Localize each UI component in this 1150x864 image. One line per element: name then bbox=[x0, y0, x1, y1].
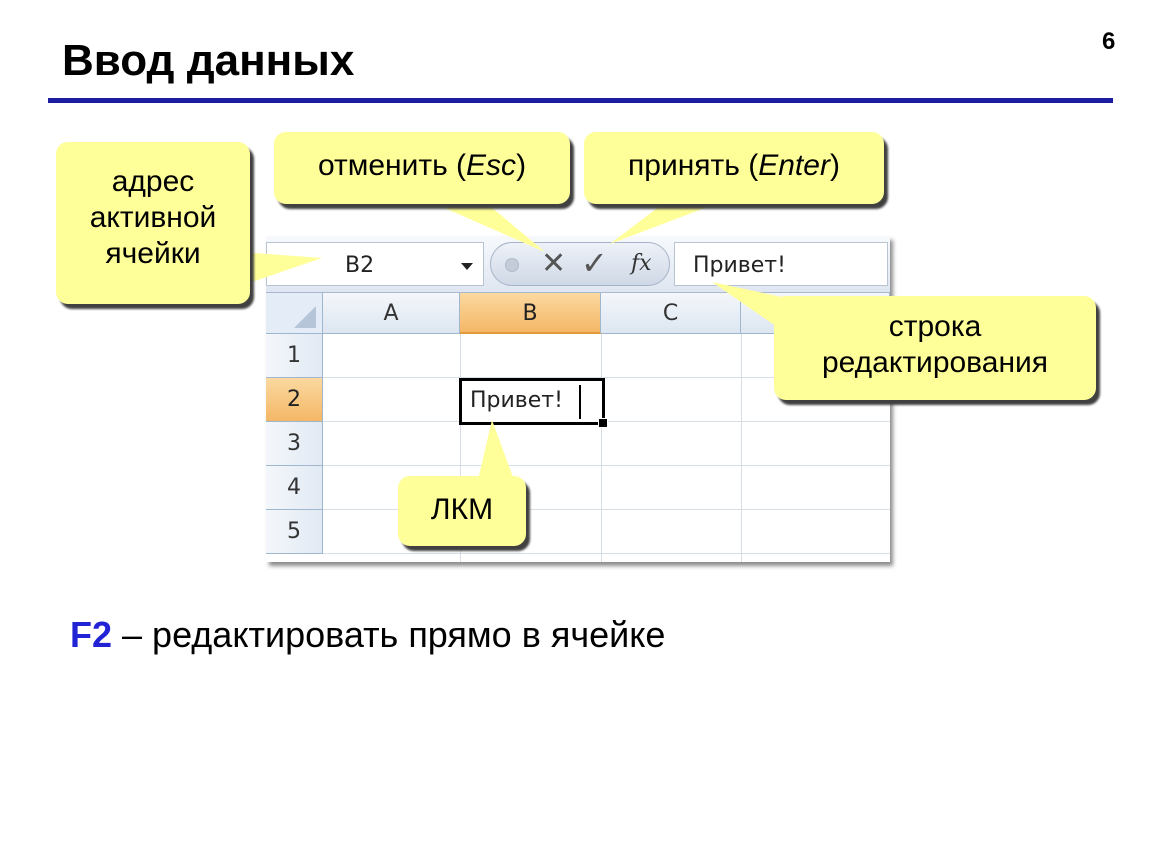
formula-buttons: ✕ ✓ fx bbox=[490, 242, 670, 286]
gridline bbox=[323, 377, 890, 378]
accept-key: Enter bbox=[758, 149, 830, 182]
gridline bbox=[323, 553, 890, 554]
gridline bbox=[741, 334, 742, 562]
lmb-callout-tail bbox=[478, 420, 514, 480]
cancel-key: Esc bbox=[466, 149, 517, 182]
gridline bbox=[601, 334, 602, 562]
row-header-4[interactable]: 4 bbox=[266, 466, 323, 510]
cell-area[interactable]: Привет! bbox=[323, 334, 890, 562]
address-callout-line: ячейки bbox=[105, 237, 201, 270]
address-callout-line: активной bbox=[89, 201, 217, 234]
accept-callout-prefix: принять ( bbox=[628, 149, 759, 182]
insert-function-button[interactable]: fx bbox=[631, 251, 652, 276]
address-callout-line: адрес bbox=[111, 165, 195, 198]
cancel-callout-tail bbox=[440, 206, 545, 252]
close-icon[interactable]: ✕ bbox=[541, 246, 567, 281]
slide-title: Ввод данных bbox=[62, 36, 355, 85]
gridline bbox=[460, 334, 461, 562]
formula-bar-input[interactable]: Привет! bbox=[674, 242, 888, 286]
gridline bbox=[323, 509, 890, 510]
row-header-1[interactable]: 1 bbox=[266, 334, 323, 378]
chevron-down-icon[interactable] bbox=[461, 263, 473, 270]
row-header-3[interactable]: 3 bbox=[266, 422, 323, 466]
row-header-2[interactable]: 2 bbox=[266, 378, 323, 422]
edit-line-callout-line: строка bbox=[888, 310, 982, 343]
fill-handle[interactable] bbox=[598, 418, 608, 428]
cancel-callout-text: отменить (Esc) bbox=[318, 149, 526, 182]
active-cell-value: Привет! bbox=[470, 388, 563, 413]
select-all-icon bbox=[294, 306, 316, 328]
row-header-5[interactable]: 5 bbox=[266, 510, 323, 554]
f2-key: F2 bbox=[70, 614, 113, 655]
column-header-b[interactable]: B bbox=[460, 293, 601, 334]
cancel-callout-prefix: отменить ( bbox=[317, 149, 467, 182]
edit-line-callout: строка редактирования bbox=[774, 296, 1096, 400]
cancel-callout-suffix: ) bbox=[516, 149, 527, 182]
column-header-a[interactable]: A bbox=[323, 293, 460, 334]
formula-bar-row: B2 ✕ ✓ fx Привет! bbox=[266, 236, 890, 293]
active-cell-b2[interactable]: Привет! bbox=[459, 378, 608, 428]
gridline bbox=[323, 465, 890, 466]
check-icon[interactable]: ✓ bbox=[581, 244, 608, 282]
title-divider bbox=[48, 98, 1113, 103]
f2-note-text: – редактировать прямо в ячейке bbox=[112, 614, 666, 655]
accept-callout-suffix: ) bbox=[829, 149, 840, 182]
f2-note: F2 – редактировать прямо в ячейке bbox=[70, 614, 665, 656]
spreadsheet-screenshot: B2 ✕ ✓ fx Привет! A B C 1 2 3 4 5 bbox=[266, 236, 890, 562]
page-number: 6 bbox=[1102, 28, 1116, 55]
text-caret bbox=[579, 385, 581, 419]
formula-bar-value: Привет! bbox=[693, 253, 786, 278]
edit-line-callout-line: редактирования bbox=[821, 346, 1049, 379]
accept-callout-tail bbox=[610, 206, 710, 244]
lmb-callout-text: ЛКМ bbox=[430, 493, 494, 526]
address-callout-tail bbox=[240, 252, 322, 286]
accept-callout: принять (Enter) bbox=[584, 132, 884, 204]
select-all-button[interactable] bbox=[266, 293, 323, 334]
grip-icon bbox=[505, 258, 519, 272]
name-box-value: B2 bbox=[345, 253, 375, 278]
accept-callout-text: принять (Enter) bbox=[628, 149, 840, 182]
column-header-c[interactable]: C bbox=[601, 293, 741, 334]
address-callout: адрес активной ячейки bbox=[56, 142, 250, 304]
lmb-callout: ЛКМ bbox=[398, 476, 526, 546]
cancel-callout: отменить (Esc) bbox=[274, 132, 570, 204]
